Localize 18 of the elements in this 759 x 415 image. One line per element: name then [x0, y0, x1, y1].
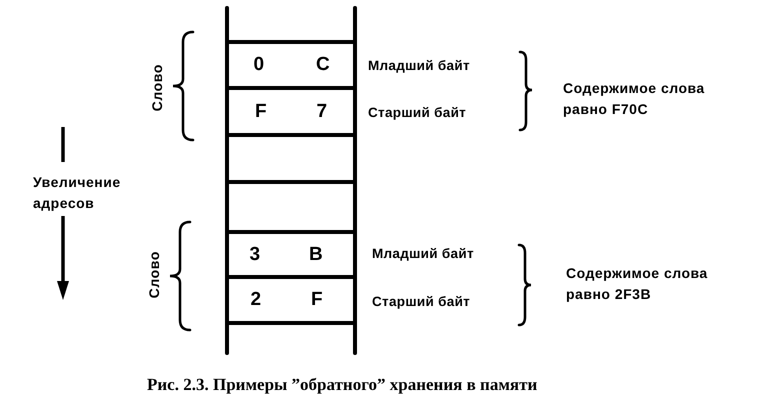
hex-digit: C — [316, 55, 330, 75]
hex-digit: F — [311, 290, 323, 310]
byte-label: Старший байт — [368, 105, 466, 121]
figure-caption: Рис. 2.3. Примеры ”обратного” хранения в памяти — [147, 375, 538, 395]
byte-label: Младший байт — [368, 58, 470, 74]
hex-digit: 3 — [250, 244, 260, 264]
byte-label: Старший байт — [372, 294, 470, 310]
word-value-note: Содержимое слова равно F70C — [563, 79, 706, 119]
word-label: Слово — [149, 64, 165, 111]
hex-digit: 2 — [250, 290, 262, 310]
direction-label: Увеличение адресов — [33, 173, 122, 213]
hex-digit: 7 — [316, 102, 328, 122]
hex-digit: F — [255, 102, 267, 122]
hex-digit: B — [309, 244, 323, 264]
hex-digit: 0 — [254, 55, 264, 75]
word-label: Слово — [146, 250, 162, 298]
word-value-note: Содержимое слова равно 2F3B — [566, 264, 709, 304]
byte-label: Младший байт — [372, 246, 474, 262]
